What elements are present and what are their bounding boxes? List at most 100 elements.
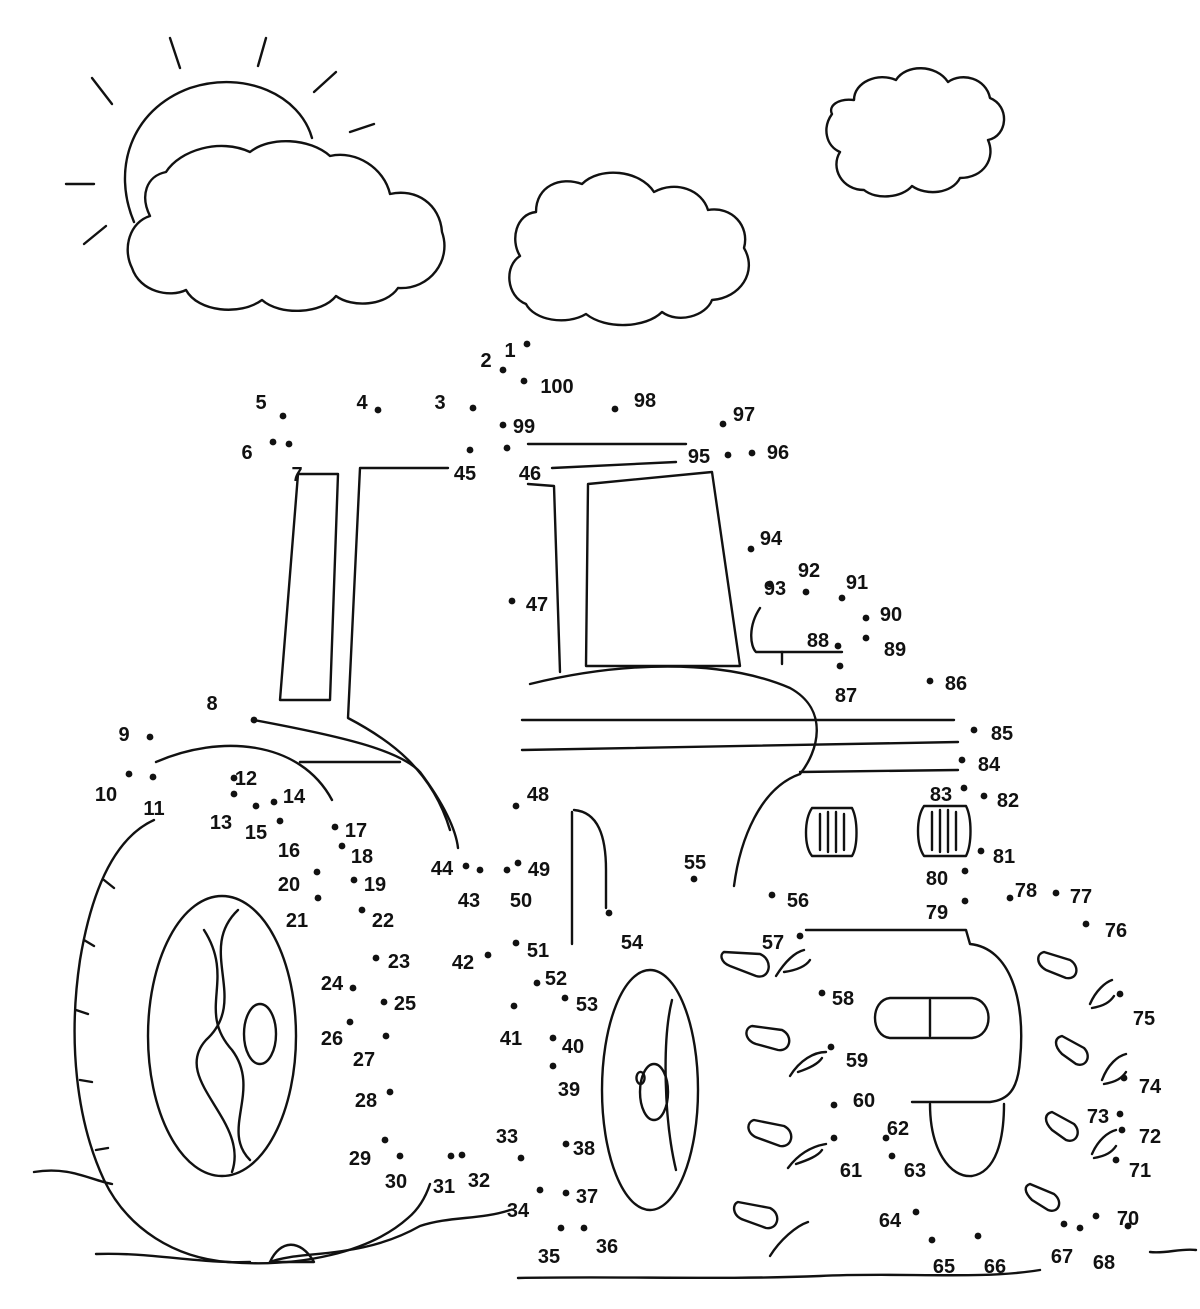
dot-21 — [314, 894, 322, 902]
mud-splash — [1054, 1034, 1089, 1066]
dot-label-39: 39 — [558, 1079, 580, 1101]
dot-label-75: 75 — [1133, 1008, 1155, 1030]
dot-label-5: 5 — [255, 392, 266, 414]
rear-rim-spoke — [195, 908, 240, 1174]
headlight-right — [916, 804, 972, 858]
front-axle-housing — [928, 1102, 1006, 1178]
mud-splash — [745, 1024, 791, 1052]
tractor-body — [154, 665, 960, 946]
dot-50 — [503, 866, 511, 874]
dot-label-82: 82 — [997, 790, 1019, 812]
front-hub — [638, 1062, 670, 1122]
dot-label-16: 16 — [278, 840, 300, 862]
headlight-left — [804, 806, 858, 858]
dot-10 — [125, 770, 133, 778]
mud-splash — [1100, 1052, 1128, 1086]
dot-label-22: 22 — [372, 910, 394, 932]
dot-91 — [838, 594, 846, 602]
dot-34 — [536, 1186, 544, 1194]
dot-48 — [512, 802, 520, 810]
dot-label-80: 80 — [926, 868, 948, 890]
dot-label-62: 62 — [887, 1118, 909, 1140]
dot-label-15: 15 — [245, 822, 267, 844]
roof-line-lower — [550, 460, 678, 470]
dot-label-34: 34 — [507, 1200, 530, 1222]
dot-label-97: 97 — [733, 404, 755, 426]
dot-label-10: 10 — [95, 784, 117, 806]
dot-52 — [533, 979, 541, 987]
rear-fender — [154, 744, 334, 802]
dot-84 — [958, 756, 966, 764]
dot-label-9: 9 — [118, 724, 129, 746]
dot-label-85: 85 — [991, 723, 1013, 745]
dot-62 — [882, 1134, 890, 1142]
dot-79 — [961, 897, 969, 905]
dot-25 — [380, 998, 388, 1006]
dot-label-17: 17 — [345, 820, 367, 842]
dot-label-13: 13 — [210, 812, 232, 834]
dot-42 — [484, 951, 492, 959]
dot-13 — [230, 790, 238, 798]
dot-label-70: 70 — [1117, 1208, 1139, 1230]
dot-label-45: 45 — [454, 463, 476, 485]
front-bumper — [804, 928, 1023, 1178]
dot-9 — [146, 733, 154, 741]
dot-59 — [827, 1043, 835, 1051]
dot-label-95: 95 — [688, 446, 710, 468]
front-hub-bolt — [635, 1070, 646, 1086]
dot-67 — [1060, 1220, 1068, 1228]
cab-door-frame — [346, 466, 452, 832]
dot-36 — [580, 1224, 588, 1232]
dot-label-54: 54 — [621, 932, 644, 954]
dot-74 — [1120, 1074, 1128, 1082]
dot-label-35: 35 — [538, 1246, 560, 1268]
hood-top — [528, 665, 818, 776]
dot-label-40: 40 — [562, 1036, 584, 1058]
cab-front-frame — [526, 482, 562, 674]
rear-rim-spoke — [202, 928, 252, 1162]
dot-86 — [926, 677, 934, 685]
ground-line — [516, 1268, 1042, 1280]
mud-splash — [720, 950, 770, 978]
dot-label-2: 2 — [480, 350, 491, 372]
dot-53 — [561, 994, 569, 1002]
ground — [32, 1169, 1198, 1280]
dot-label-90: 90 — [880, 604, 902, 626]
dot-label-19: 19 — [364, 874, 386, 896]
mud-splash — [1090, 1128, 1118, 1160]
rear-tire — [73, 818, 432, 1265]
dot-38 — [562, 1140, 570, 1148]
mud-splash — [1037, 950, 1078, 980]
dot-30 — [396, 1152, 404, 1160]
cab-front-window — [584, 470, 742, 668]
dot-label-37: 37 — [576, 1186, 598, 1208]
dot-label-46: 46 — [519, 463, 541, 485]
dot-83 — [960, 784, 968, 792]
dot-45 — [466, 446, 474, 454]
dot-label-57: 57 — [762, 932, 784, 954]
dot-93 — [766, 580, 774, 588]
dot-label-64: 64 — [879, 1210, 902, 1232]
sun-ray — [82, 224, 108, 246]
dot-61 — [830, 1134, 838, 1142]
dot-1 — [523, 340, 531, 348]
dot-57 — [796, 932, 804, 940]
dot-35 — [557, 1224, 565, 1232]
dot-12 — [230, 774, 238, 782]
dot-label-38: 38 — [573, 1138, 595, 1160]
dot-80 — [961, 867, 969, 875]
dot-99 — [499, 421, 507, 429]
dot-15 — [270, 798, 278, 806]
dot-29 — [381, 1136, 389, 1144]
dot-43 — [476, 866, 484, 874]
dot-label-6: 6 — [241, 442, 252, 464]
dot-32 — [458, 1151, 466, 1159]
dot-label-41: 41 — [500, 1028, 522, 1050]
dot-label-88: 88 — [807, 630, 829, 652]
dot-26 — [346, 1018, 354, 1026]
dot-77 — [1052, 889, 1060, 897]
dot-89 — [862, 634, 870, 642]
front-tire — [600, 968, 700, 1212]
dot-label-100: 100 — [540, 376, 573, 398]
dot-label-61: 61 — [840, 1160, 862, 1182]
